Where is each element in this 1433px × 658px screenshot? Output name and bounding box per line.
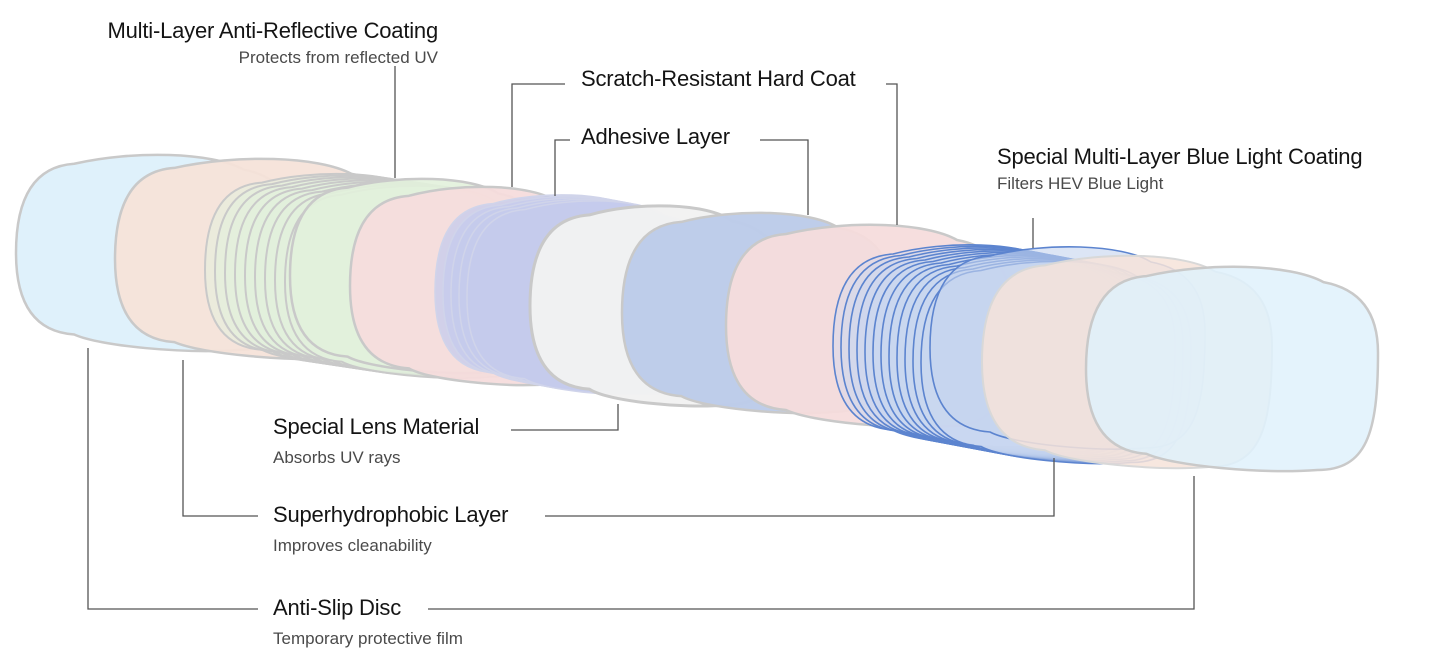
- label-anti-reflective: Multi-Layer Anti-Reflective Coating Prot…: [76, 18, 439, 68]
- blue-light-title: Special Multi-Layer Blue Light Coating: [997, 144, 1363, 169]
- anti-slip-title: Anti-Slip Disc: [273, 595, 402, 620]
- anti-slip-subtitle: Temporary protective film: [273, 629, 463, 648]
- lens-material-subtitle: Absorbs UV rays: [273, 448, 401, 467]
- adhesive-title: Adhesive Layer: [581, 124, 730, 149]
- leader-line-adhesive: [554, 139, 570, 196]
- leader-line-hard-coat: [511, 83, 565, 187]
- label-lens-material: Special Lens Material Absorbs UV rays: [273, 414, 479, 468]
- anti-reflective-subtitle: Protects from reflected UV: [238, 48, 438, 67]
- superhydrophobic-subtitle: Improves cleanability: [273, 536, 432, 555]
- superhydrophobic-title: Superhydrophobic Layer: [273, 502, 509, 527]
- leader-line-superhydrophobic-right: [545, 458, 1055, 517]
- anti-reflective-title: Multi-Layer Anti-Reflective Coating: [107, 18, 439, 43]
- leader-line-adhesive-right: [760, 139, 809, 215]
- label-superhydrophobic: Superhydrophobic Layer Improves cleanabi…: [273, 502, 509, 556]
- lens-discs: [14, 153, 1380, 473]
- leader-lines: [87, 66, 1195, 610]
- leader-line-hard-coat-right: [886, 83, 898, 225]
- leader-line-superhydrophobic-left: [182, 360, 258, 517]
- blue-light-subtitle: Filters HEV Blue Light: [997, 174, 1164, 193]
- label-anti-slip: Anti-Slip Disc Temporary protective film: [273, 595, 463, 649]
- disc-anti-slip-right: [1084, 265, 1380, 473]
- leader-line-anti-slip-right: [428, 476, 1195, 610]
- lens-material-title: Special Lens Material: [273, 414, 480, 439]
- hard-coat-title: Scratch-Resistant Hard Coat: [581, 66, 856, 91]
- leader-line-lens-material: [511, 404, 619, 431]
- label-blue-light: Special Multi-Layer Blue Light Coating F…: [997, 144, 1363, 194]
- leader-line-anti-slip-left: [87, 348, 258, 610]
